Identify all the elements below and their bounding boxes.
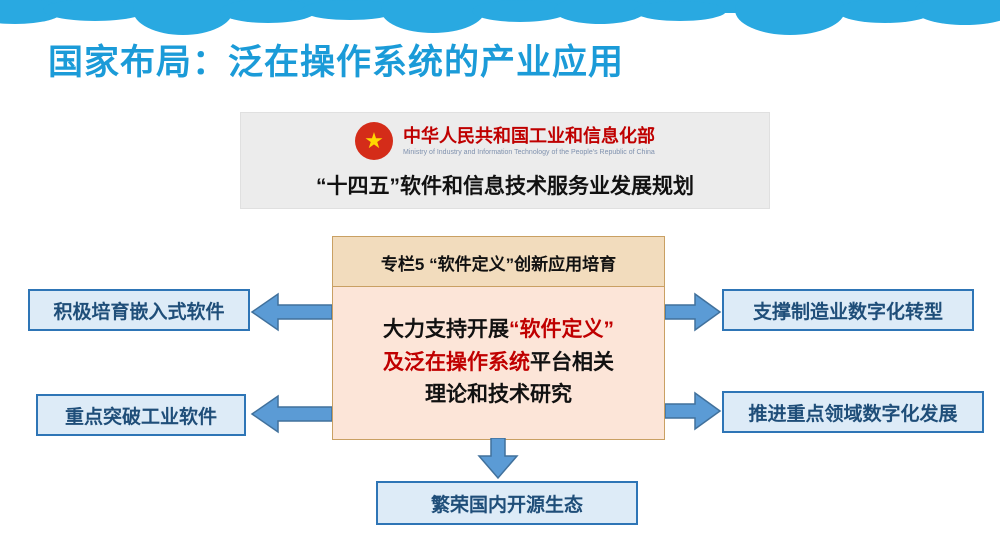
body-text-segment: 平台相关 (530, 350, 614, 374)
body-text-segment: 理论和技术研究 (425, 383, 572, 407)
policy-body-line-3: 理论和技术研究 (339, 379, 658, 412)
policy-box-header: 专栏5 “软件定义”创新应用培育 (333, 237, 664, 287)
ministry-header-row: ★ 中华人民共和国工业和信息化部 Ministry of Industry an… (241, 122, 769, 160)
ministry-name-english: Ministry of Industry and Information Tec… (403, 148, 655, 156)
branch-box-manufacturing-digitalization: 支撑制造业数字化转型 (722, 289, 974, 331)
arrow-left-top-icon (250, 292, 332, 332)
arrow-right-top-icon (665, 292, 722, 332)
ministry-text-block: 中华人民共和国工业和信息化部 Ministry of Industry and … (403, 126, 655, 156)
ministry-name: 中华人民共和国工业和信息化部 (403, 126, 655, 147)
body-text-highlight: “软件定义” (509, 318, 614, 342)
arrow-down-icon (477, 438, 519, 480)
policy-body-line-2: 及泛在操作系统平台相关 (339, 347, 658, 380)
branch-box-embedded-software: 积极培育嵌入式软件 (28, 289, 250, 331)
arrow-left-bottom-icon (250, 394, 332, 434)
plan-document-title: “十四五”软件和信息技术服务业发展规划 (316, 175, 694, 198)
branch-box-open-source-ecosystem: 繁荣国内开源生态 (376, 481, 638, 525)
arrow-right-bottom-icon (665, 391, 722, 431)
policy-center-box: 专栏5 “软件定义”创新应用培育 大力支持开展“软件定义” 及泛在操作系统平台相… (332, 236, 665, 440)
ministry-banner: ★ 中华人民共和国工业和信息化部 Ministry of Industry an… (240, 112, 770, 209)
body-text-segment: 大力支持开展 (383, 318, 509, 342)
policy-body-line-1: 大力支持开展“软件定义” (339, 314, 658, 347)
branch-box-key-field-digitalization: 推进重点领域数字化发展 (722, 391, 984, 433)
policy-box-body: 大力支持开展“软件定义” 及泛在操作系统平台相关 理论和技术研究 (333, 287, 664, 439)
page-title: 国家布局：泛在操作系统的产业应用 (48, 43, 625, 82)
branch-box-industrial-software: 重点突破工业软件 (36, 394, 246, 436)
national-emblem-icon: ★ (355, 122, 393, 160)
body-text-highlight: 及泛在操作系统 (383, 350, 530, 374)
